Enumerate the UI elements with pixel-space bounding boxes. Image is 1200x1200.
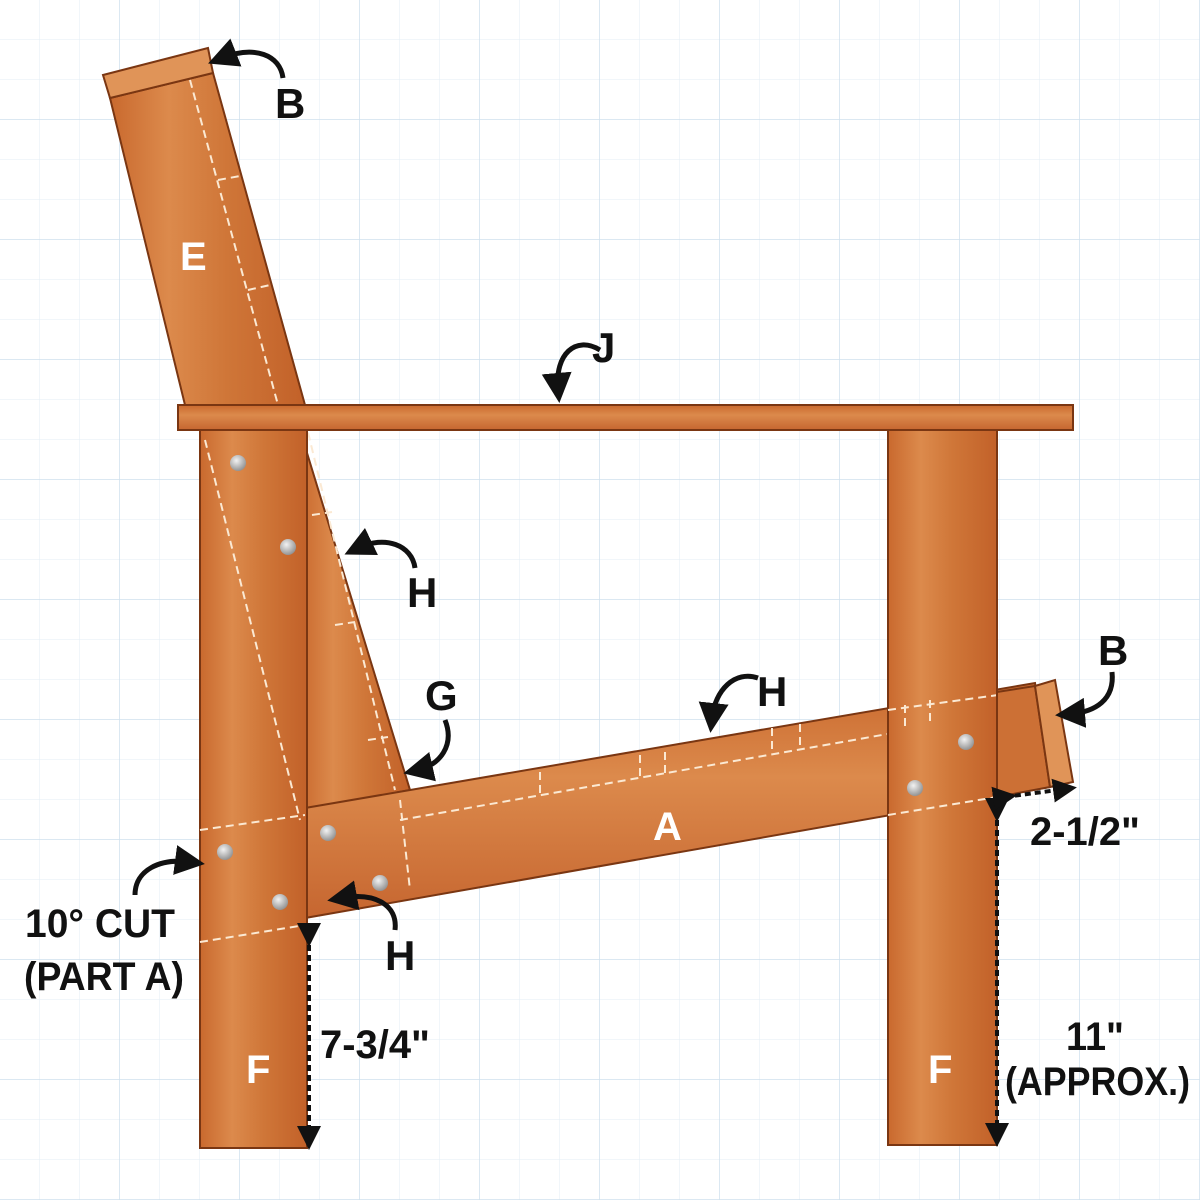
label-back-support-h: H [407,569,437,616]
dim-label-front-overhang: 2-1/2" [1030,810,1140,854]
bolt [958,734,974,750]
label-back-slat-e: E [180,235,207,279]
callout-arrows [132,38,1115,931]
arrow-h-lower [327,880,398,931]
bolt [320,825,336,841]
annotation-cut-angle: 10° CUT [25,902,175,946]
label-front-cap-b: B [1098,627,1128,674]
arrow-cut [132,845,205,896]
arrow-b-front [1055,671,1115,728]
annotation-cut-part: (PART A) [24,955,184,999]
label-seat-slat-g: G [425,672,458,719]
label-arm-j: J [592,324,615,371]
dimension-lines [297,778,1077,1150]
arrow-j [541,342,602,403]
bolt [217,844,233,860]
bolt [272,894,288,910]
label-seat-support-h: H [757,668,787,715]
bolt [907,780,923,796]
arm-j [177,404,1074,431]
arrow-g [403,719,451,782]
arrow-h-back [344,527,418,569]
label-back-cap-b: B [275,80,305,127]
bolt [372,875,388,891]
arrow-h-seat [698,673,759,733]
dim-label-rear-height: 7-3/4" [320,1023,430,1067]
arrow-b-top [208,38,286,79]
bolts [217,455,974,910]
dim-label-front-height: 11" [1066,1015,1124,1059]
label-rear-leg-f: F [246,1048,270,1092]
back-cap-b [101,46,215,100]
label-lower-support-h: H [385,932,415,979]
label-seat-rail-a: A [653,805,682,849]
rear-leg-f [199,429,308,1149]
front-leg-f [887,429,1036,1146]
dim-label-front-height-note: (APPROX.) [1005,1060,1190,1104]
bolt [280,539,296,555]
label-front-leg-f: F [928,1048,952,1092]
bolt [230,455,246,471]
dim-front-overhang [991,778,1077,811]
